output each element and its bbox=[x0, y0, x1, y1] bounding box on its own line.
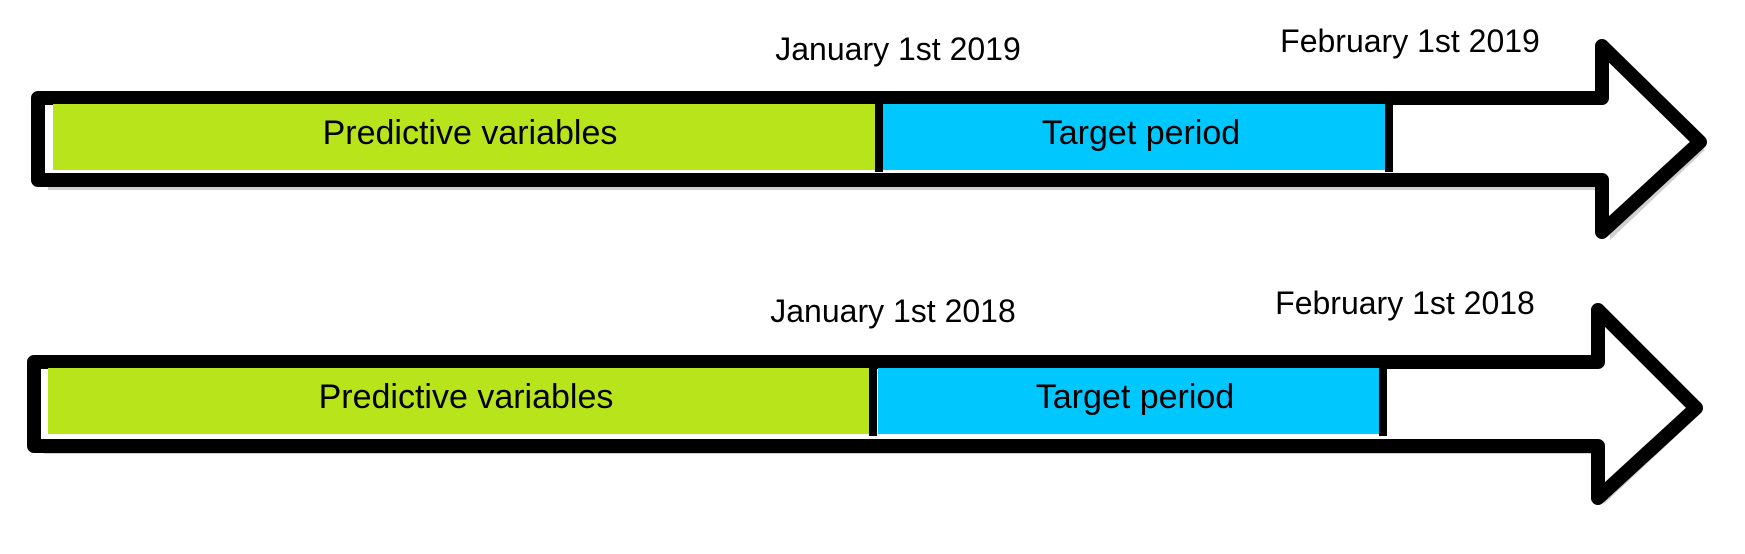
target-segment bbox=[883, 104, 1385, 170]
target-segment bbox=[878, 368, 1379, 434]
end-date-label: February 1st 2019 bbox=[1280, 23, 1540, 59]
predictive-label: Predictive variables bbox=[319, 378, 614, 416]
start-date-label: January 1st 2018 bbox=[770, 293, 1016, 329]
predictive-segment bbox=[48, 368, 871, 434]
target-label: Target period bbox=[1036, 378, 1234, 416]
target-label: Target period bbox=[1042, 114, 1240, 152]
predictive-segment bbox=[53, 104, 876, 170]
end-date-label: February 1st 2018 bbox=[1275, 285, 1535, 321]
start-date-label: January 1st 2019 bbox=[775, 31, 1021, 67]
predictive-label: Predictive variables bbox=[323, 114, 618, 152]
timeline-2019: Predictive variables Target period Janua… bbox=[31, 23, 1707, 240]
timeline-2018: Predictive variables Target period Janua… bbox=[27, 285, 1703, 505]
